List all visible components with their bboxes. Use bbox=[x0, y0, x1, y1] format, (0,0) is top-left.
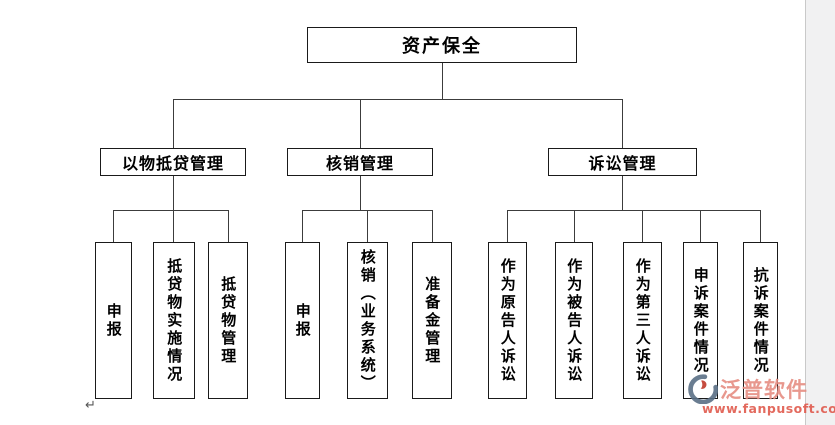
watermark-brand-text: 泛普软件 bbox=[720, 378, 808, 402]
node-leaf-writeoff-business-system: 核销（业务系统） bbox=[347, 242, 388, 399]
node-root-label: 资产保全 bbox=[402, 36, 482, 57]
connector-group2-leaf1-drop bbox=[302, 210, 303, 242]
node-leaf-writeoff-declaration: 申报 bbox=[285, 242, 320, 399]
leaf-label: 抵贷物管理 bbox=[219, 275, 238, 366]
connector-group3-leaf1-drop bbox=[507, 210, 508, 242]
node-leaf-collateral-implementation-status: 抵贷物实施情况 bbox=[153, 242, 195, 399]
branch-label: 以物抵贷管理 bbox=[121, 154, 224, 173]
connector-branch2-drop bbox=[360, 99, 361, 148]
node-leaf-collateral-management: 抵贷物管理 bbox=[208, 242, 248, 399]
node-leaf-appeal-case-status: 申诉案件情况 bbox=[683, 242, 718, 399]
leaf-label: 申报 bbox=[104, 302, 123, 339]
connector-group1-leaf2-drop bbox=[173, 210, 174, 242]
watermark-url-text: www.fanpusoft.com bbox=[702, 401, 835, 416]
connector-group2-leaf3-drop bbox=[432, 210, 433, 242]
leaf-label: 作为原告人诉讼 bbox=[498, 257, 517, 384]
leaf-label: 核销（业务系统） bbox=[358, 248, 377, 393]
node-leaf-litigation-as-defendant: 作为被告人诉讼 bbox=[555, 242, 593, 399]
node-branch-litigation-management: 诉讼管理 bbox=[548, 148, 697, 176]
paragraph-return-mark: ↵ bbox=[85, 398, 96, 413]
connector-group3-horizontal bbox=[507, 210, 761, 211]
page-gutter bbox=[806, 0, 835, 425]
branch-label: 核销管理 bbox=[325, 154, 394, 173]
node-leaf-litigation-as-third-party: 作为第三人诉讼 bbox=[623, 242, 662, 399]
connector-group2-leaf2-drop bbox=[367, 210, 368, 242]
leaf-label: 抗诉案件情况 bbox=[751, 266, 770, 375]
page-edge-line bbox=[805, 0, 806, 425]
connector-group1-leaf3-drop bbox=[228, 210, 229, 242]
leaf-label: 抵贷物实施情况 bbox=[165, 257, 184, 384]
leaf-label: 准备金管理 bbox=[423, 275, 442, 366]
connector-main-horizontal bbox=[173, 99, 623, 100]
leaf-label: 作为被告人诉讼 bbox=[565, 257, 584, 384]
connector-group1-stem bbox=[173, 176, 174, 210]
connector-group3-leaf2-drop bbox=[574, 210, 575, 242]
node-branch-writeoff-management: 核销管理 bbox=[287, 148, 433, 176]
connector-group3-leaf4-drop bbox=[700, 210, 701, 242]
connector-group3-stem bbox=[622, 176, 623, 210]
connector-group1-leaf1-drop bbox=[113, 210, 114, 242]
branch-label: 诉讼管理 bbox=[588, 154, 657, 173]
node-leaf-litigation-as-plaintiff: 作为原告人诉讼 bbox=[488, 242, 527, 399]
connector-group2-stem bbox=[360, 176, 361, 210]
watermark: 泛普软件 www.fanpusoft.com bbox=[688, 374, 835, 416]
node-root: 资产保全 bbox=[307, 27, 577, 63]
connector-group1-horizontal bbox=[113, 210, 229, 211]
leaf-label: 作为第三人诉讼 bbox=[633, 257, 652, 384]
connector-branch3-drop bbox=[622, 99, 623, 148]
node-branch-collateral-management: 以物抵贷管理 bbox=[100, 148, 246, 176]
node-leaf-protest-case-status: 抗诉案件情况 bbox=[743, 242, 778, 399]
leaf-label: 申报 bbox=[293, 302, 312, 339]
leaf-label: 申诉案件情况 bbox=[691, 266, 710, 375]
connector-group3-leaf5-drop bbox=[760, 210, 761, 242]
connector-branch1-drop bbox=[173, 99, 174, 148]
fanpu-logo-icon bbox=[688, 374, 719, 405]
node-leaf-reserve-fund-management: 准备金管理 bbox=[412, 242, 452, 399]
node-leaf-declaration: 申报 bbox=[95, 242, 132, 399]
connector-group3-leaf3-drop bbox=[642, 210, 643, 242]
connector-root-drop bbox=[442, 63, 443, 99]
